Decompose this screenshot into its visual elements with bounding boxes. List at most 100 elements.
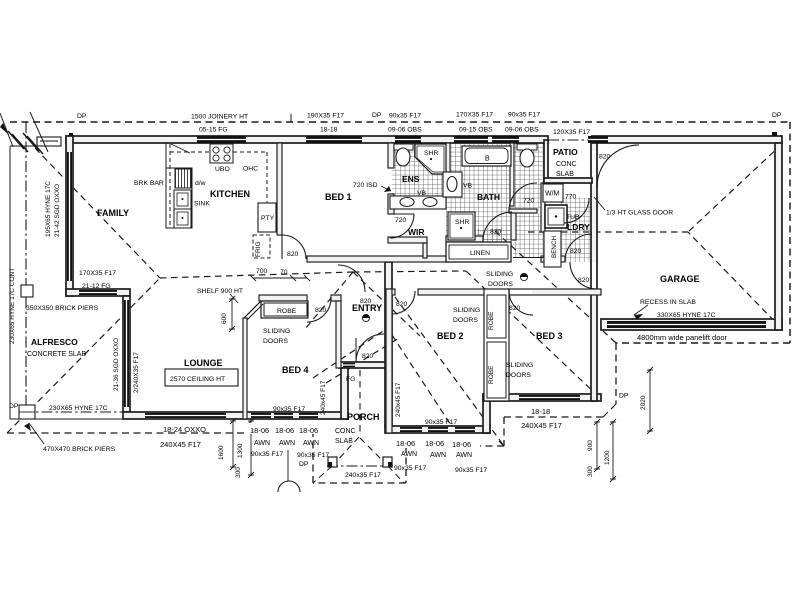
svg-text:09-06 OBS: 09-06 OBS — [388, 127, 422, 134]
svg-text:240x35 F17: 240x35 F17 — [345, 472, 381, 479]
svg-text:BED 1: BED 1 — [325, 192, 352, 202]
svg-text:W/M: W/M — [545, 191, 560, 198]
svg-text:90x35 F17: 90x35 F17 — [508, 112, 540, 119]
svg-text:240x45 F17: 240x45 F17 — [395, 382, 402, 417]
svg-text:18-06: 18-06 — [275, 426, 294, 435]
svg-text:DP: DP — [772, 112, 782, 119]
svg-text:SHR: SHR — [455, 219, 469, 226]
svg-text:18-18: 18-18 — [531, 407, 550, 416]
svg-text:CONCRETE SLAB: CONCRETE SLAB — [27, 351, 86, 358]
svg-text:720 ISD: 720 ISD — [353, 182, 378, 189]
svg-text:LINEN: LINEN — [470, 250, 490, 257]
svg-text:2570 CEILING HT: 2570 CEILING HT — [170, 376, 225, 383]
svg-text:190X35 F17: 190X35 F17 — [307, 113, 344, 120]
svg-text:d/w: d/w — [195, 180, 206, 187]
svg-text:AWN: AWN — [279, 440, 295, 447]
svg-text:90x35 F17: 90x35 F17 — [394, 465, 426, 472]
svg-text:70: 70 — [280, 269, 288, 276]
svg-text:350X350 BRICK PIERS: 350X350 BRICK PIERS — [26, 305, 99, 312]
svg-text:SLIDING: SLIDING — [506, 362, 533, 369]
svg-text:18-06: 18-06 — [299, 426, 318, 435]
svg-text:LDRY: LDRY — [567, 222, 590, 232]
svg-text:240x45 F17: 240x45 F17 — [320, 380, 327, 415]
svg-text:CONC: CONC — [335, 428, 356, 435]
svg-text:600: 600 — [221, 313, 228, 324]
svg-text:770: 770 — [565, 194, 577, 201]
svg-text:GARAGE: GARAGE — [660, 274, 700, 284]
svg-text:90x35 F17: 90x35 F17 — [425, 419, 457, 426]
svg-text:ROBE: ROBE — [488, 311, 495, 330]
svg-text:18-06: 18-06 — [452, 440, 471, 449]
svg-text:21-36 SGD OXXO: 21-36 SGD OXXO — [113, 338, 120, 391]
svg-text:09-06 OBS: 09-06 OBS — [505, 127, 539, 134]
svg-text:300: 300 — [235, 467, 242, 478]
svg-text:BRK BAR: BRK BAR — [134, 180, 164, 187]
svg-text:VB: VB — [463, 183, 473, 190]
svg-text:300: 300 — [587, 466, 594, 477]
svg-text:1/3 HT GLASS DOOR: 1/3 HT GLASS DOOR — [606, 210, 673, 217]
svg-text:240X45 F17: 240X45 F17 — [160, 440, 201, 449]
svg-text:18-06: 18-06 — [396, 439, 415, 448]
svg-text:700: 700 — [256, 268, 268, 275]
svg-text:1500 JOINERY HT: 1500 JOINERY HT — [191, 114, 248, 121]
svg-text:PTY: PTY — [261, 215, 275, 222]
svg-text:DP: DP — [77, 113, 87, 120]
svg-text:LOUNGE: LOUNGE — [184, 358, 223, 368]
svg-text:820: 820 — [362, 353, 374, 360]
svg-text:470X470 BRICK PIERS: 470X470 BRICK PIERS — [43, 446, 116, 453]
svg-text:FAMILY: FAMILY — [97, 208, 129, 218]
svg-text:DOORS: DOORS — [488, 281, 513, 288]
svg-text:170X35 F17: 170X35 F17 — [456, 112, 493, 119]
svg-text:RECESS IN SLAB: RECESS IN SLAB — [640, 299, 696, 306]
svg-text:ROBE: ROBE — [488, 365, 495, 384]
svg-text:BENCH: BENCH — [551, 236, 558, 258]
svg-text:AWN: AWN — [430, 452, 446, 459]
svg-text:90x35 F17: 90x35 F17 — [297, 452, 329, 459]
svg-text:SLAB: SLAB — [556, 171, 574, 178]
svg-text:820: 820 — [287, 251, 299, 258]
svg-text:1200: 1200 — [604, 450, 611, 465]
svg-text:900: 900 — [587, 440, 594, 451]
svg-text:KITCHEN: KITCHEN — [210, 189, 250, 199]
svg-text:1300: 1300 — [237, 443, 244, 458]
svg-text:PATIO: PATIO — [553, 147, 578, 157]
svg-text:90x35 F17: 90x35 F17 — [273, 406, 305, 413]
svg-text:SINK: SINK — [194, 201, 210, 208]
svg-text:90x35 F17: 90x35 F17 — [455, 467, 487, 474]
svg-text:PORCH: PORCH — [347, 412, 380, 422]
svg-text:330X65 HYNE 17C: 330X65 HYNE 17C — [657, 312, 716, 319]
svg-text:230X65 HYNE 17C: 230X65 HYNE 17C — [49, 405, 108, 412]
svg-text:SLIDING: SLIDING — [486, 271, 513, 278]
svg-text:SLIDING: SLIDING — [263, 328, 290, 335]
svg-text:WIR: WIR — [408, 227, 425, 237]
svg-text:18-06: 18-06 — [425, 439, 444, 448]
svg-text:ROBE: ROBE — [277, 308, 297, 315]
svg-text:1600: 1600 — [218, 445, 225, 460]
svg-text:90x35 F17: 90x35 F17 — [389, 113, 421, 120]
svg-text:18-24 OXXO: 18-24 OXXO — [163, 425, 206, 434]
svg-text:2/240X35 F17: 2/240X35 F17 — [133, 352, 140, 393]
svg-text:720: 720 — [395, 217, 407, 224]
svg-text:120X35 F17: 120X35 F17 — [553, 129, 590, 136]
svg-text:TUB: TUB — [566, 214, 580, 221]
svg-text:FRIG: FRIG — [255, 241, 262, 257]
svg-text:AWN: AWN — [401, 451, 417, 458]
svg-text:820: 820 — [509, 305, 521, 312]
svg-text:DOORS: DOORS — [453, 317, 478, 324]
svg-text:720: 720 — [523, 198, 535, 205]
svg-text:ENTRY: ENTRY — [352, 303, 382, 313]
svg-text:820: 820 — [360, 298, 372, 305]
svg-text:18-18: 18-18 — [320, 127, 338, 134]
svg-text:90x35 F17: 90x35 F17 — [251, 451, 283, 458]
svg-text:AWN: AWN — [456, 452, 472, 459]
svg-text:DOORS: DOORS — [263, 338, 288, 345]
svg-text:820: 820 — [570, 248, 582, 255]
svg-text:09-15 OBS: 09-15 OBS — [459, 127, 493, 134]
svg-text:DP: DP — [372, 112, 382, 119]
svg-text:820: 820 — [396, 301, 408, 308]
svg-text:BED 2: BED 2 — [437, 331, 464, 341]
svg-text:AWN: AWN — [254, 440, 270, 447]
svg-text:AWN: AWN — [303, 440, 319, 447]
svg-text:SHR: SHR — [424, 150, 438, 157]
svg-text:DOORS: DOORS — [506, 372, 531, 379]
